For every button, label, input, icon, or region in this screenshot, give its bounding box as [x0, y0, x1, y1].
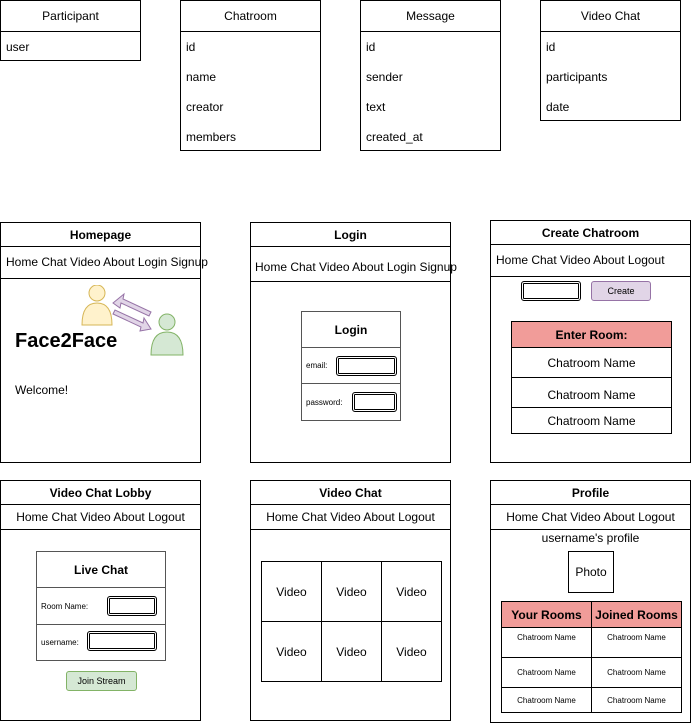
entity-title: Message [361, 1, 500, 32]
table-cell[interactable]: Chatroom Name [592, 658, 681, 688]
entity-chatroom: Chatroom id name creator members [180, 0, 321, 151]
entity-field: text [366, 100, 386, 114]
email-row: email: [302, 348, 400, 384]
form-title: Live Chat [37, 552, 165, 588]
table-cell[interactable]: Chatroom Name [607, 695, 666, 705]
room-name-row: Room Name: [37, 588, 165, 625]
entity-field: creator [186, 100, 224, 114]
lobby-wireframe: Video Chat Lobby Home Chat Video About L… [0, 480, 201, 721]
profile-heading: username's profile [541, 531, 640, 545]
entity-field: name [186, 70, 217, 84]
homepage-wireframe: Homepage Home Chat Video About Login Sig… [0, 222, 208, 463]
profile-wireframe: Profile Home Chat Video About Logout use… [490, 480, 691, 723]
email-field[interactable] [336, 356, 397, 376]
entity-field: id [186, 40, 196, 54]
video-cell[interactable]: Video [322, 622, 382, 681]
person-yellow-head [88, 285, 106, 302]
form-title: Login [302, 312, 400, 348]
entity-field: members [186, 130, 237, 144]
table-cell[interactable]: Chatroom Name [502, 688, 592, 712]
enter-room-header: Enter Room: [512, 322, 671, 348]
video-cell[interactable]: Video [382, 562, 441, 622]
entity-video-chat: Video Chat id participants date [540, 0, 681, 121]
panel-title: Create Chatroom [491, 221, 690, 245]
entity-field: id [366, 40, 376, 54]
nav-bar[interactable]: Home Chat Video About Logout [491, 244, 690, 277]
brand-title: Face2Face [15, 330, 118, 352]
room-row[interactable]: Chatroom Name [512, 378, 671, 408]
joined-rooms-header: Joined Rooms [592, 602, 681, 628]
your-rooms-header: Your Rooms [502, 602, 592, 628]
entity-title: Participant [1, 1, 140, 32]
person-green-body [150, 331, 184, 356]
panel-title: Profile [491, 481, 690, 505]
entity-field: participants [546, 70, 608, 84]
entity-title: Chatroom [181, 1, 320, 32]
username-row: username: [37, 625, 165, 661]
nav-bar[interactable]: Home Chat Video About Logout [491, 504, 690, 530]
room-name-label: Room Name: [41, 602, 89, 611]
panel-title: Login [251, 223, 450, 247]
arrow-left [112, 292, 152, 317]
nav-bar[interactable]: Home Chat Video About Logout [1, 504, 200, 530]
table-cell[interactable]: Chatroom Name [502, 658, 592, 688]
entity-field: id [546, 40, 556, 54]
entity-message: Message id sender text created_at [360, 0, 501, 151]
room-row[interactable]: Chatroom Name [512, 348, 671, 378]
create-button[interactable]: Create [591, 281, 651, 301]
chatroom-name-input[interactable] [521, 281, 581, 301]
room-name-field[interactable] [107, 596, 157, 616]
entity-field: sender [366, 70, 403, 84]
nav-bar[interactable]: Home Chat Video About Login Signup [1, 246, 208, 279]
password-label: password: [306, 398, 343, 407]
welcome-text: Welcome! [15, 383, 69, 397]
login-form: Login email: password: [301, 311, 401, 421]
video-cell[interactable]: Video [396, 644, 427, 659]
username-field[interactable] [87, 631, 157, 651]
video-cell[interactable]: Video [322, 562, 382, 622]
panel-title: Video Chat Lobby [1, 481, 200, 505]
entity-title: Video Chat [541, 1, 680, 32]
login-wireframe: Login Home Chat Video About Login Signup… [250, 222, 457, 463]
table-cell[interactable]: Chatroom Name [592, 628, 681, 658]
video-chat-wireframe: Video Chat Home Chat Video About Logout … [250, 480, 451, 721]
arrow-right [112, 309, 152, 332]
nav-bar[interactable]: Home Chat Video About Logout [251, 504, 450, 530]
panel-title: Homepage [1, 223, 200, 247]
people-exchange-icon [81, 285, 184, 356]
live-chat-form: Live Chat Room Name: username: [36, 551, 166, 661]
room-row[interactable]: Chatroom Name [547, 414, 636, 428]
password-field[interactable] [352, 392, 397, 412]
video-cell[interactable]: Video [262, 622, 322, 681]
username-label: username: [41, 638, 79, 647]
create-chatroom-wireframe: Create Chatroom Home Chat Video About Lo… [490, 220, 691, 463]
video-cell[interactable]: Video [262, 562, 322, 622]
join-stream-button[interactable]: Join Stream [66, 671, 137, 691]
password-row: password: [302, 384, 400, 421]
person-yellow-body [81, 302, 113, 326]
nav-bar[interactable]: Home Chat Video About Login Signup [251, 246, 457, 282]
table-cell[interactable]: Chatroom Name [502, 628, 592, 658]
rooms-table: Your Rooms Joined Rooms Chatroom Name Ch… [501, 601, 682, 713]
entity-field: user [6, 40, 30, 54]
email-label: email: [306, 361, 328, 370]
panel-title: Video Chat [251, 481, 450, 505]
room-list: Enter Room: Chatroom Name Chatroom Name … [511, 321, 672, 434]
entity-field: date [546, 100, 570, 114]
entity-field: created_at [366, 130, 423, 144]
profile-photo: Photo [568, 551, 614, 593]
video-grid: Video Video Video Video Video Video [261, 561, 442, 682]
entity-participant: Participant user [0, 0, 141, 61]
person-green-head [158, 313, 176, 331]
